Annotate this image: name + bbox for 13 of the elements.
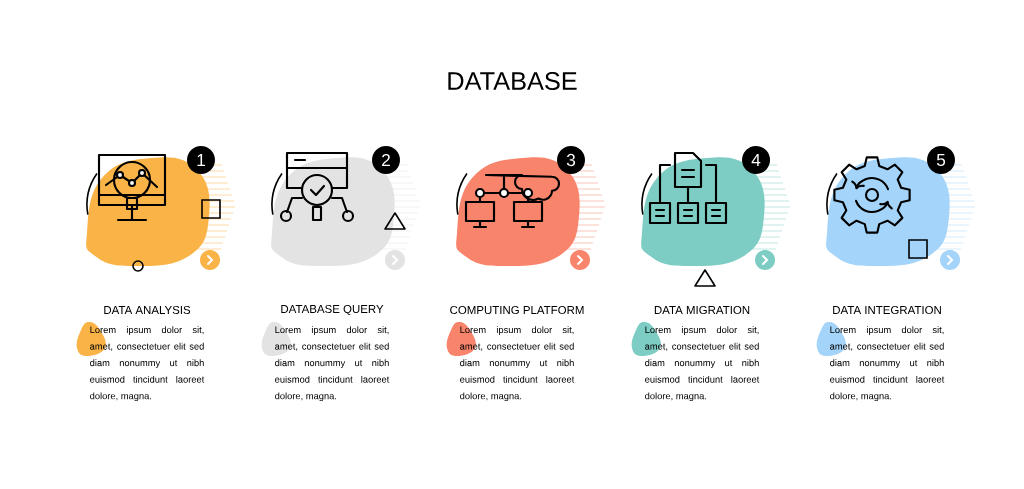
number-badge: 1 [187,146,215,174]
title: DATABASE [448,72,577,90]
number-badge: 3 [557,146,585,174]
step-heading: DATA ANALYSIS [104,305,191,315]
step-heading: DATA INTEGRATION [833,305,941,315]
body-text: Lorem ipsum dolor sit, amet, consectetuer elit sed diam nonummy ut nibh euismod tincidunt laoreet dolore, magna. [830,326,945,402]
step-heading: DATA MIGRATION [654,305,750,315]
number-badge: 2 [372,146,400,174]
body-text: Lorem ipsum dolor sit, amet, consectetuer elit sed diam nonummy ut nibh euismod tincidunt laoreet dolore, magna. [275,326,390,402]
step-heading: COMPUTING PLATFORM [450,305,584,315]
number-badge: 5 [927,146,955,174]
number-badge: 4 [742,146,770,174]
step-heading: DATABASE QUERY [281,304,384,316]
